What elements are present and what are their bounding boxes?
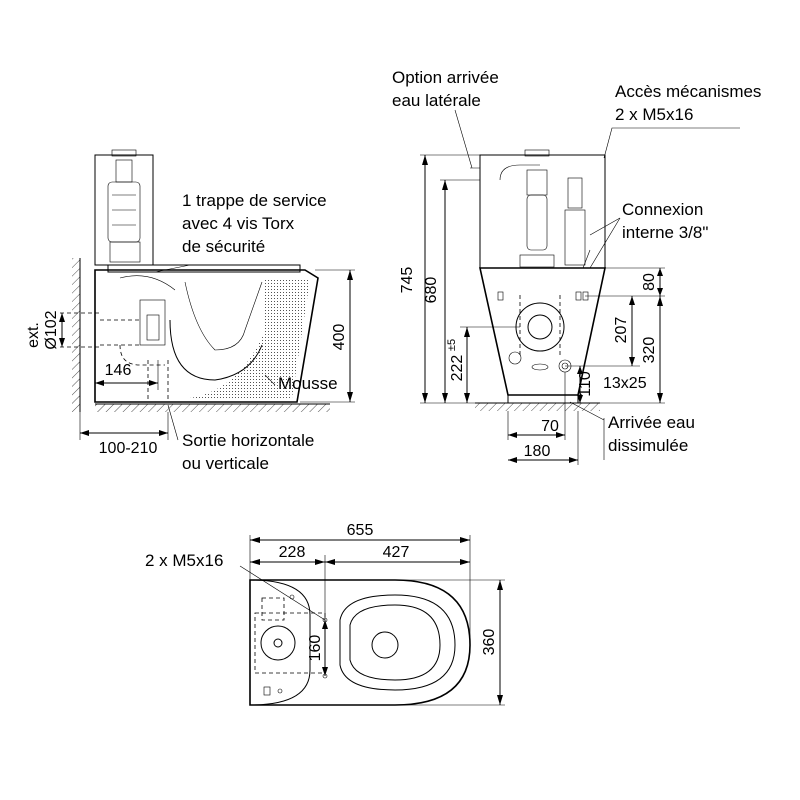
- wall-hatch-side: [72, 258, 81, 412]
- dim-360: 360: [395, 579, 505, 706]
- dim-80: 80: [585, 267, 665, 297]
- label-acces-2: 2 x M5x16: [615, 105, 693, 124]
- top-view: 655 228 427 160 360: [239, 522, 505, 706]
- dim-207: 207: [565, 296, 640, 367]
- leader-trappe: [154, 264, 191, 273]
- dim-427-text: 427: [383, 544, 410, 561]
- leader-acces: [603, 127, 740, 159]
- dim-146: 146: [94, 350, 159, 390]
- dim-ext-text: ext.: [25, 322, 42, 348]
- side-view: 400 ext. Ø102 146 100-210: [25, 149, 355, 457]
- label-acces-1: Accès mécanismes: [615, 82, 761, 101]
- label-trappe-1: 1 trappe de service: [182, 191, 327, 210]
- front-view: 745 680 222 ±5 80: [399, 109, 740, 465]
- label-connexion-1: Connexion: [622, 200, 703, 219]
- dim-146-text: 146: [105, 362, 132, 379]
- dim-13x25-text: 13x25: [603, 375, 647, 392]
- dim-680: 680: [423, 179, 480, 403]
- dim-360-text: 360: [481, 629, 498, 656]
- cistern-side: [94, 149, 154, 266]
- leader-sortie: [167, 404, 179, 441]
- leader-arrivee-eau: [569, 401, 605, 460]
- leader-connexion: [589, 217, 621, 269]
- dim-80-text: 80: [641, 273, 658, 291]
- dim-655: 655: [249, 522, 471, 645]
- dim-180-text: 180: [524, 443, 551, 460]
- leader-mousse: [264, 374, 276, 386]
- dim-400-text: 400: [331, 324, 348, 351]
- dim-70-text: 70: [541, 418, 559, 435]
- dim-100-210: 100-210: [79, 412, 169, 457]
- label-connexion-2: interne 3/8": [622, 223, 708, 242]
- label-option-arrivee-2: eau latérale: [392, 91, 481, 110]
- label-option-arrivee-1: Option arrivée: [392, 68, 499, 87]
- label-vis-top: 2 x M5x16: [145, 551, 223, 570]
- leader-option-arrivee: [454, 109, 480, 169]
- dim-222-text: 222: [449, 355, 466, 382]
- dim-320: 320: [600, 296, 665, 404]
- dim-160-text: 160: [307, 635, 324, 662]
- label-sortie-1: Sortie horizontale: [182, 431, 314, 450]
- dim-228-text: 228: [279, 544, 306, 561]
- leader-vis-top: [239, 565, 326, 621]
- dim-745-text: 745: [399, 267, 416, 294]
- dim-207-text: 207: [613, 317, 630, 344]
- label-mousse: Mousse: [278, 374, 338, 393]
- label-sortie-2: ou verticale: [182, 454, 269, 473]
- dim-228-427: 228 427: [250, 544, 470, 620]
- dim-70: 70: [507, 372, 566, 440]
- label-arrivee-2: dissimulée: [608, 436, 688, 455]
- dim-222-tol-text: ±5: [446, 339, 458, 351]
- dim-680-text: 680: [423, 277, 440, 304]
- dim-ext-d102: ext. Ø102: [25, 310, 65, 350]
- dim-100-210-text: 100-210: [99, 440, 158, 457]
- label-arrivee-1: Arrivée eau: [608, 413, 695, 432]
- label-trappe-2: avec 4 vis Torx: [182, 214, 295, 233]
- dim-180: 180: [508, 411, 579, 465]
- dim-745: 745: [399, 154, 480, 404]
- dim-110: 110: [577, 366, 594, 403]
- floor-hatch-side: [95, 403, 330, 412]
- dim-d102-text: Ø102: [43, 310, 60, 349]
- dim-222: 222 ±5: [446, 326, 520, 403]
- dim-320-text: 320: [641, 337, 658, 364]
- dim-655-text: 655: [347, 522, 374, 539]
- dim-160: 160: [307, 620, 328, 676]
- label-trappe-3: de sécurité: [182, 237, 265, 256]
- dim-400: 400: [300, 269, 355, 403]
- dim-110-text: 110: [577, 371, 594, 397]
